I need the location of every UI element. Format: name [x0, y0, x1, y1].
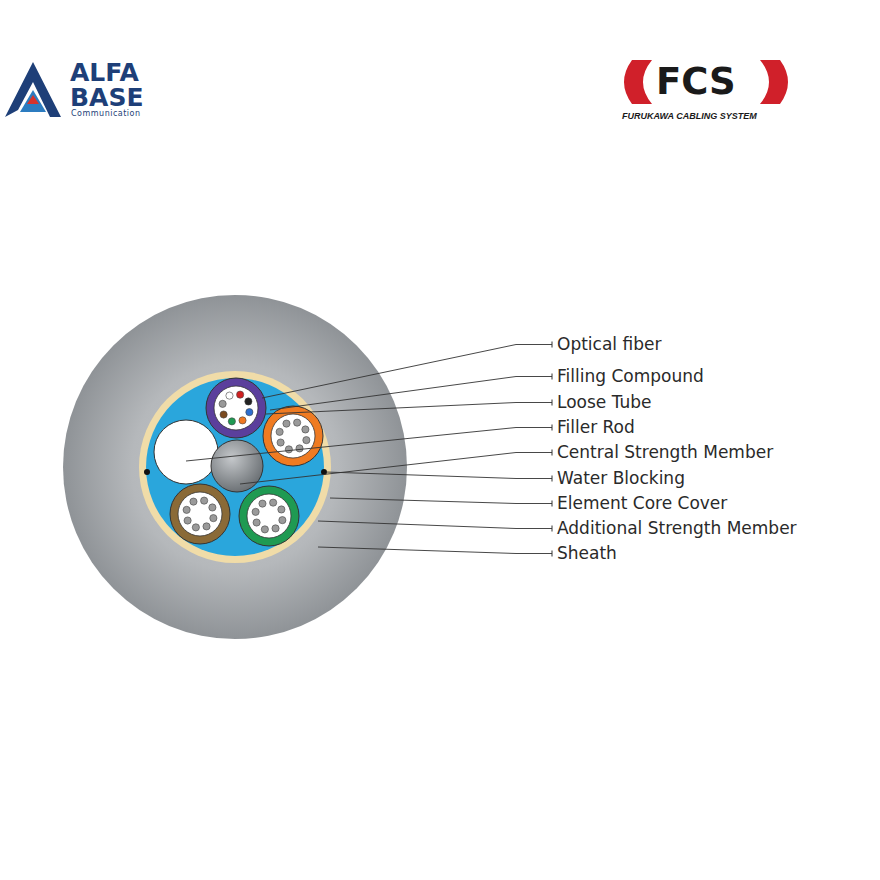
leader-line [240, 453, 552, 485]
leader-tick [552, 476, 553, 482]
part-label: Sheath [557, 545, 617, 562]
leader-line [318, 547, 552, 554]
logo-subtitle: Communication [71, 110, 141, 118]
part-label: Element Core Cover [557, 495, 727, 512]
leader-line [330, 498, 552, 504]
part-label: Central Strength Member [557, 444, 773, 461]
part-label: Loose Tube [557, 394, 652, 411]
leader-tick [552, 501, 553, 507]
leader-tick [552, 450, 553, 456]
logo-text: ALFA [70, 60, 139, 85]
leader-lines [186, 342, 552, 557]
leader-line [266, 403, 552, 415]
leader-line [186, 428, 552, 462]
part-label: Optical fiber [557, 336, 661, 353]
alfa-logo-mark [5, 62, 61, 117]
part-label: Additional Strength Member [557, 520, 797, 537]
leader-line [326, 472, 552, 479]
cable-cross-section [63, 295, 407, 639]
part-label: Filling Compound [557, 368, 704, 385]
logo-text: BASE [70, 85, 144, 110]
leader-tick [552, 551, 553, 557]
logo-subtitle: FURUKAWA CABLING SYSTEM [622, 112, 757, 121]
leader-tick [552, 526, 553, 532]
leader-line [270, 377, 552, 411]
logo-text: FCS [656, 63, 736, 100]
leader-tick [552, 374, 553, 380]
leader-line [262, 345, 552, 399]
fcs-logo-mark [624, 60, 788, 104]
leader-tick [552, 400, 553, 406]
part-label: Filler Rod [557, 419, 635, 436]
leader-line [318, 521, 552, 529]
leader-tick [552, 342, 553, 348]
part-label: Water Blocking [557, 470, 685, 487]
leader-tick [552, 425, 553, 431]
